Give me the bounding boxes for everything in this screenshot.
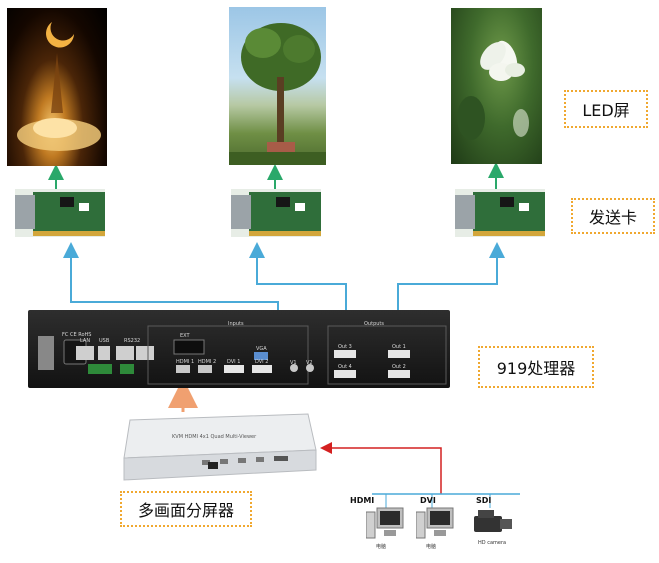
processor-ext-label: EXT xyxy=(180,333,190,339)
tree-scene-image xyxy=(229,23,326,165)
processor-hdmi2-label: HDMI 2 xyxy=(198,359,217,365)
source-sdi-label: SDI xyxy=(476,496,492,505)
sources-to-splitter-line xyxy=(320,442,442,494)
source-hdmi-label: HDMI xyxy=(350,496,375,505)
computer-1-icon xyxy=(366,507,404,539)
processor-brand-marks: FC CE RoHS xyxy=(62,332,92,338)
led-screen-label: LED屏 xyxy=(564,90,648,128)
sender-card-label-text: 发送卡 xyxy=(588,208,637,227)
processor-out3-label: Out 3 xyxy=(338,344,352,350)
processor-hdmi1-label: HDMI 1 xyxy=(176,359,195,365)
processor-ports xyxy=(38,325,447,385)
processor-rear-panel: FC CE RoHS LAN USB RS232 Inputs Outputs … xyxy=(28,310,450,388)
led-screen-label-text: LED屏 xyxy=(582,101,630,120)
computer-2-caption: 电脑 xyxy=(426,544,437,550)
processor-label: 919处理器 xyxy=(478,346,594,388)
hd-camera-caption: HD camera xyxy=(478,540,507,546)
source-dvi-label: DVI xyxy=(420,496,436,505)
processor-vga-label: VGA xyxy=(256,346,267,352)
led-screen-tree xyxy=(229,7,326,165)
processor-outputs-label: Outputs xyxy=(364,321,384,327)
sender-card-label: 发送卡 xyxy=(571,198,655,234)
processor-dvi2-label: DVI 2 xyxy=(255,359,269,365)
computer-1-caption: 电脑 xyxy=(376,544,387,550)
flame-scene-image xyxy=(17,22,101,151)
processor-usb-label: USB xyxy=(99,338,110,344)
sender-card-1 xyxy=(15,189,105,237)
processor-rs232-label: RS232 xyxy=(124,338,141,344)
processor-v1-label: V1 xyxy=(290,360,297,366)
multiviewer-splitter: KVM HDMI 4x1 Quad Multi-Viewer xyxy=(120,412,318,482)
computer-2-icon xyxy=(416,507,454,539)
processor-label-text: 919处理器 xyxy=(496,359,576,378)
processor-out1-label: Out 1 xyxy=(392,344,406,350)
processor-out4-label: Out 4 xyxy=(338,364,352,370)
sender-card-2 xyxy=(231,189,321,237)
splitter-front-text: KVM HDMI 4x1 Quad Multi-Viewer xyxy=(172,434,257,440)
processor-out2-label: Out 2 xyxy=(392,364,406,370)
processor-inputs-label: Inputs xyxy=(228,321,244,327)
splitter-body xyxy=(123,413,317,481)
splitter-label-text: 多画面分屏器 xyxy=(137,501,234,520)
processor-dvi1-label: DVI 1 xyxy=(227,359,241,365)
sender-card-3 xyxy=(455,189,545,237)
flower-scene-image xyxy=(457,40,529,140)
splitter-label: 多画面分屏器 xyxy=(120,491,252,527)
processor-v2-label: V2 xyxy=(306,360,313,366)
led-screen-flame xyxy=(7,8,107,166)
processor-lan-label: LAN xyxy=(80,338,91,344)
led-screen-flower xyxy=(451,8,542,164)
hd-camera-icon xyxy=(474,510,512,532)
